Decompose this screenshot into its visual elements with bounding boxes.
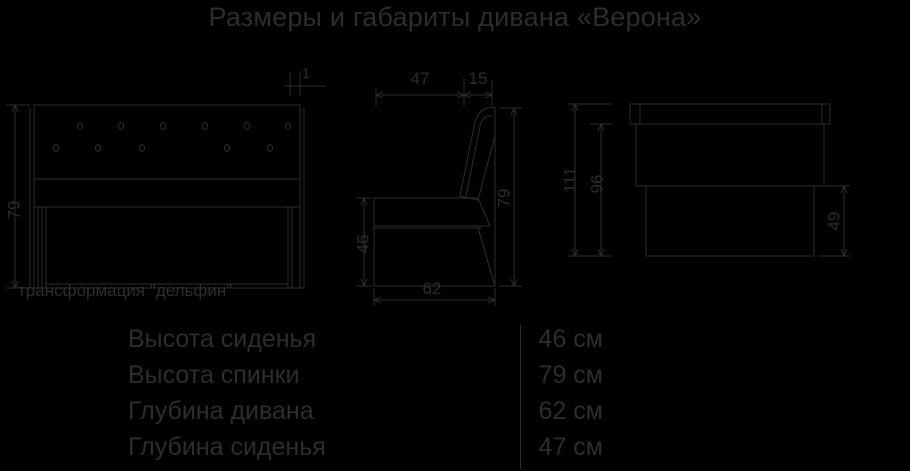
spec-value-sofa-depth: 62 см	[538, 397, 603, 425]
tufting-buttons-row-lower	[52, 144, 274, 152]
dimension-label-15: 15	[469, 69, 488, 88]
spec-label-seat-height: Высота сиденья	[128, 325, 317, 353]
dimension-label-1-front: 1	[302, 65, 310, 81]
dimension-47-15-side: 47 15	[375, 69, 493, 106]
front-view-drawing: 79 1	[5, 65, 326, 289]
dimension-label-47: 47	[411, 69, 430, 88]
dimension-79-side: 79	[495, 107, 522, 287]
spec-value-back-height: 79 см	[538, 361, 603, 389]
table-row: Высота сиденья 46 см	[0, 325, 910, 361]
table-row: Глубина сиденья 47 см	[0, 433, 910, 469]
dimension-79-front: 79	[5, 104, 30, 289]
dimension-49-top: 49	[818, 185, 850, 257]
spec-value-seat-depth: 47 см	[538, 433, 603, 461]
side-view-body	[373, 107, 496, 287]
dimension-46-side: 46	[354, 197, 373, 287]
table-divider	[520, 361, 521, 397]
table-divider	[520, 325, 521, 361]
table-row: Глубина дивана 62 см	[0, 397, 910, 433]
dimension-1-front: 1	[284, 65, 326, 96]
dimension-label-62: 62	[423, 279, 442, 298]
top-view-drawing: 111 96 49	[561, 103, 850, 257]
dimension-label-96: 96	[588, 175, 607, 194]
tufting-buttons-row-upper	[76, 122, 292, 130]
front-view-body	[29, 104, 305, 289]
transformation-caption: трансформация "дельфин"	[18, 281, 233, 300]
dimension-label-46: 46	[354, 235, 373, 254]
dimension-label-49: 49	[825, 212, 844, 231]
dimension-96-top: 96	[588, 123, 612, 257]
dimension-label-79-side: 79	[495, 189, 514, 208]
specifications-table: Высота сиденья 46 см Высота спинки 79 см…	[0, 325, 910, 469]
dimension-label-79-front: 79	[5, 201, 24, 220]
table-divider	[520, 433, 521, 469]
top-view-body	[629, 103, 831, 257]
dimension-62-side: 62	[373, 279, 496, 306]
spec-label-seat-depth: Глубина сиденья	[128, 433, 326, 461]
table-row: Высота спинки 79 см	[0, 361, 910, 397]
spec-label-back-height: Высота спинки	[128, 361, 300, 389]
dimension-label-111: 111	[561, 167, 580, 193]
side-view-drawing: 47 15 46	[354, 69, 522, 306]
page-title: Размеры и габариты дивана «Верона»	[208, 2, 702, 32]
technical-drawings: 79 1	[5, 65, 850, 306]
spec-value-seat-height: 46 см	[538, 325, 603, 353]
spec-label-sofa-depth: Глубина дивана	[128, 397, 314, 425]
table-divider	[520, 397, 521, 433]
